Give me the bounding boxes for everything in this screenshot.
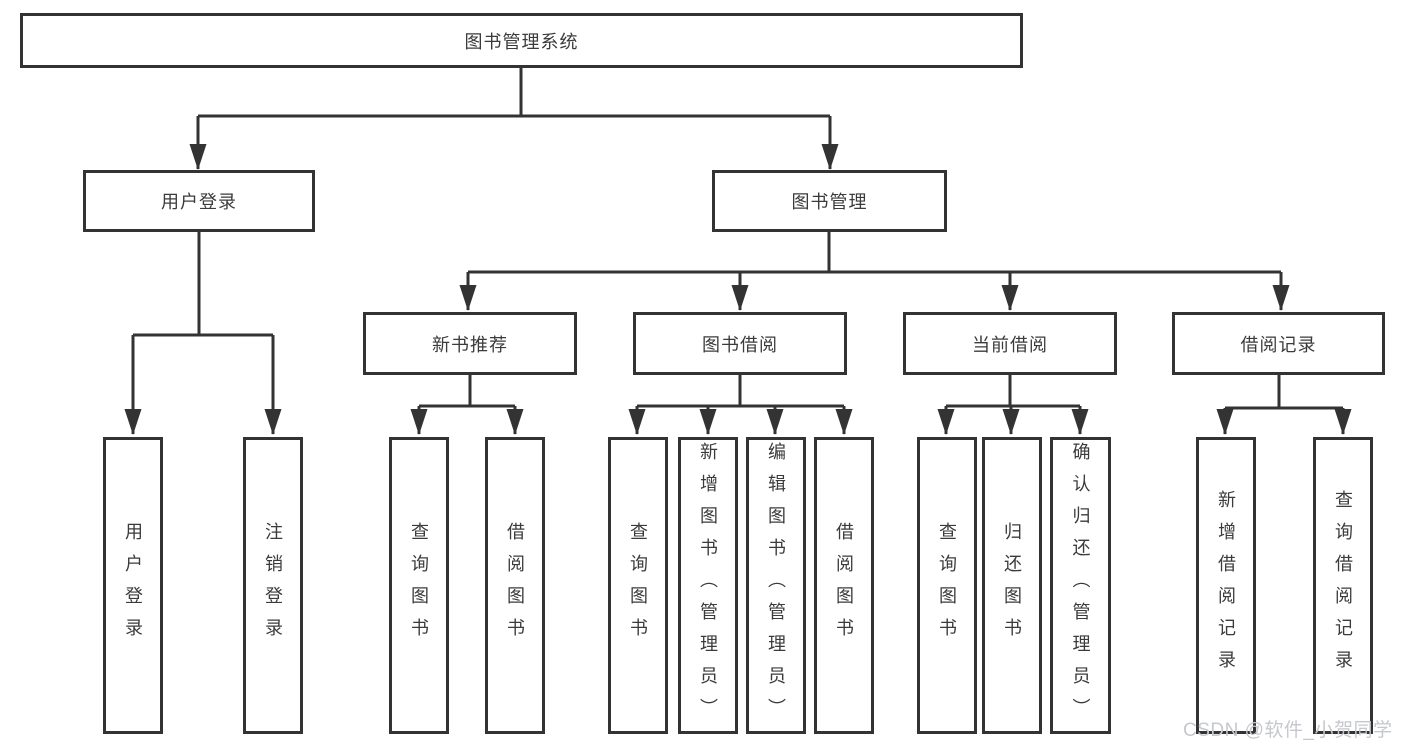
node-leaf-edit-books-admin: 编辑图书（管理员） <box>746 437 806 734</box>
node-label: 新增借阅记录 <box>1216 489 1236 682</box>
node-label: 图书管理 <box>791 192 868 212</box>
node-leaf-query-borrow-record: 查询借阅记录 <box>1313 437 1373 734</box>
node-book-management: 图书管理 <box>712 170 947 232</box>
node-label: 新增图书（管理员） <box>698 441 718 730</box>
node-label: 借阅记录 <box>1240 334 1317 355</box>
node-new-book-recommend: 新书推荐 <box>363 312 577 375</box>
node-label: 确认归还（管理员） <box>1070 441 1091 730</box>
node-label: 查询图书 <box>937 521 957 650</box>
node-leaf-confirm-return-admin: 确认归还（管理员） <box>1050 437 1111 734</box>
node-leaf-return-books: 归还图书 <box>982 437 1042 734</box>
node-leaf-user-login: 用户登录 <box>103 437 163 734</box>
node-leaf-query-books-3: 查询图书 <box>917 437 977 734</box>
node-label: 新书推荐 <box>432 334 508 355</box>
node-borrow-record: 借阅记录 <box>1172 312 1385 375</box>
node-book-borrow: 图书借阅 <box>633 312 847 375</box>
node-library-system-root: 图书管理系统 <box>20 13 1023 68</box>
node-label: 编辑图书（管理员） <box>766 441 786 730</box>
node-label: 用户登录 <box>123 521 143 650</box>
node-leaf-borrow-books-1: 借阅图书 <box>485 437 545 734</box>
node-current-borrow: 当前借阅 <box>903 312 1117 375</box>
node-label: 图书管理系统 <box>464 31 579 52</box>
node-label: 借阅图书 <box>505 521 525 650</box>
node-label: 图书借阅 <box>702 334 778 355</box>
node-user-login: 用户登录 <box>83 170 315 232</box>
node-leaf-query-books-1: 查询图书 <box>389 437 449 734</box>
node-label: 查询借阅记录 <box>1333 489 1353 682</box>
node-label: 借阅图书 <box>834 521 854 650</box>
node-leaf-query-books-2: 查询图书 <box>608 437 668 734</box>
node-leaf-logout: 注销登录 <box>243 437 303 734</box>
node-leaf-add-books-admin: 新增图书（管理员） <box>678 437 738 734</box>
node-label: 查询图书 <box>628 521 648 650</box>
node-label: 当前借阅 <box>972 334 1048 355</box>
csdn-watermark: CSDN @软件_小贺同学 <box>1183 720 1393 741</box>
node-label: 用户登录 <box>161 192 237 212</box>
node-label: 注销登录 <box>263 521 283 650</box>
node-label: 归还图书 <box>1002 521 1022 650</box>
node-leaf-add-borrow-record: 新增借阅记录 <box>1196 437 1256 734</box>
node-leaf-borrow-books-2: 借阅图书 <box>814 437 874 734</box>
node-label: 查询图书 <box>409 521 429 650</box>
